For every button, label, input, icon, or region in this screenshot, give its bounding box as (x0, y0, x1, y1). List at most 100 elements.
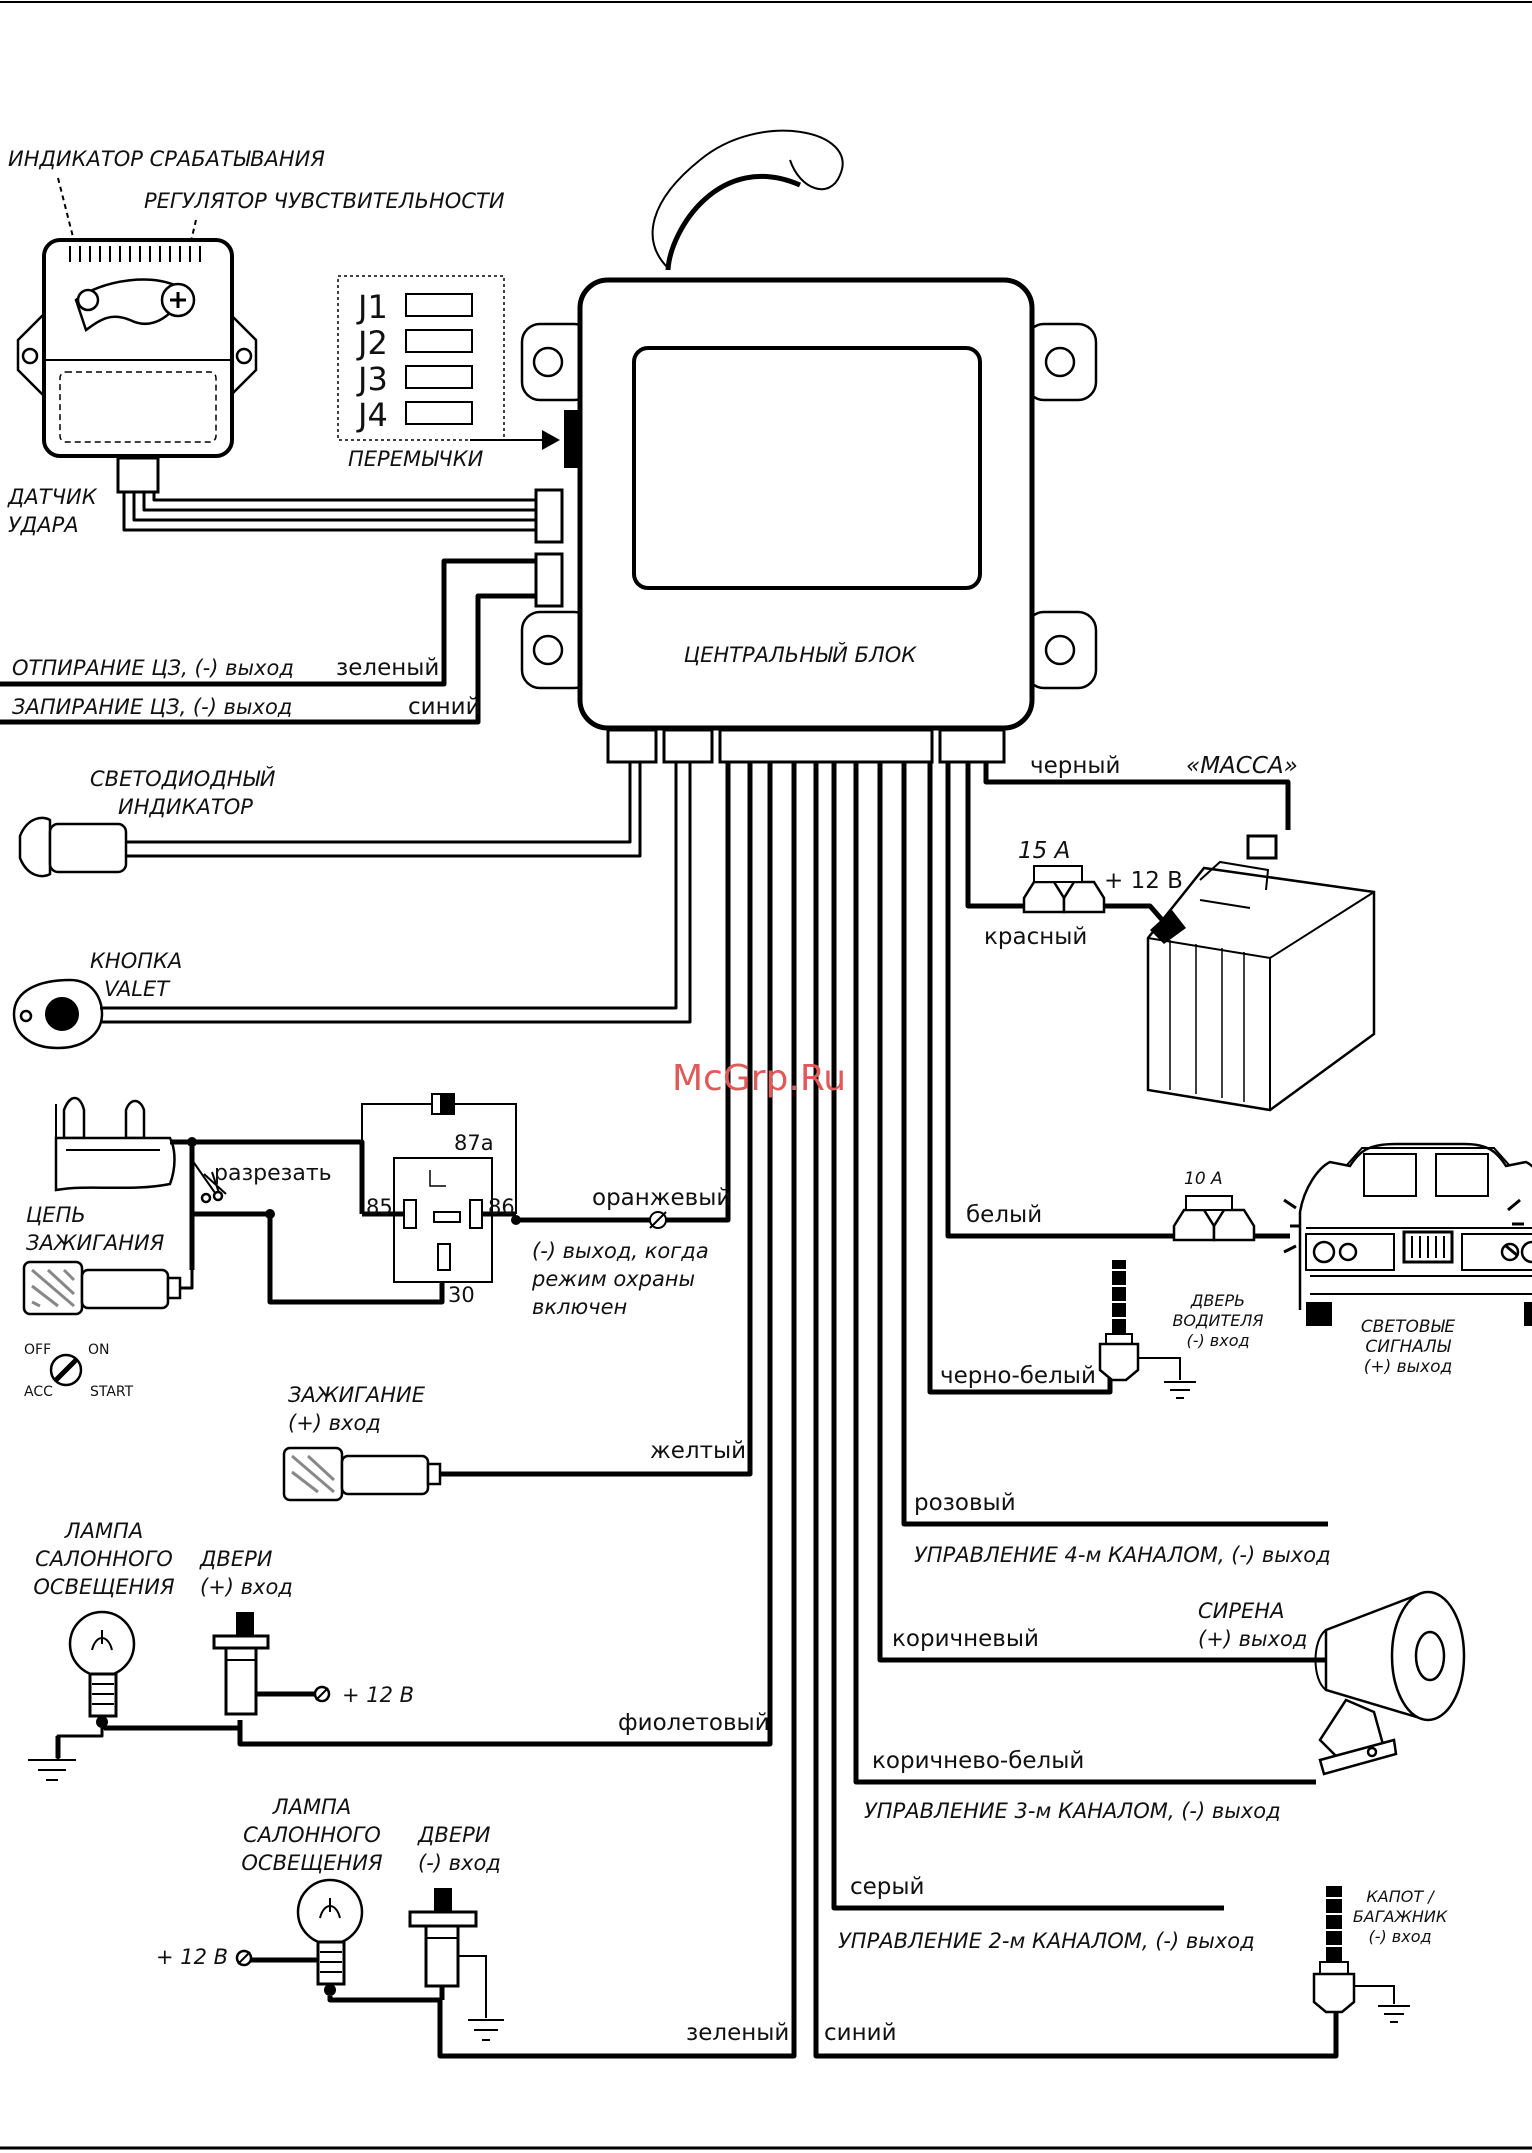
jumpers-arrow (542, 430, 560, 450)
plus-12v-label: + 12 В (1104, 868, 1183, 894)
doors-minus-lamp-line2: САЛОННОГО (243, 1823, 381, 1847)
white-wire (945, 762, 1174, 1239)
unlock-wire (0, 558, 536, 687)
doors-minus-name-line2: (-) вход (418, 1851, 501, 1875)
green-wire (437, 762, 797, 2059)
mount-ear-top-right (1024, 322, 1098, 402)
fuse-15a-icon (1033, 865, 1083, 883)
fuse-10a-icon (1185, 1195, 1233, 1211)
jumper-block (564, 410, 578, 468)
side-connector-lock (534, 552, 564, 608)
antenna (651, 129, 844, 269)
central-unit-label: ЦЕНТРАЛЬНЫЙ БЛОК (684, 642, 918, 667)
shock-sensor: ИНДИКАТОР СРАБАТЫВАНИЯ РЕГУЛЯТОР ЧУВСТВИ… (7, 147, 505, 537)
brown-wire (877, 762, 1328, 1663)
yellow-wire (440, 762, 753, 1477)
sensor-connector (116, 456, 160, 494)
blue-wire (813, 762, 1339, 2059)
fuse-10a-label: 10 А (1184, 1169, 1223, 1189)
jumpers: J1 J2 J3 J4 ПЕРЕМЫЧКИ (337, 275, 560, 471)
jumpers-frame (337, 275, 505, 441)
doors-plus-12v-label: + 12 В (342, 1683, 414, 1707)
lights-name-line2: СИГНАЛЫ (1365, 1337, 1451, 1357)
orange-note-line1: (-) выход, когда (532, 1239, 709, 1263)
bottom-connector-led (606, 728, 658, 764)
brown-white-wire-label: коричнево-белый (872, 1748, 1084, 1774)
white-wire-label: белый (966, 1202, 1042, 1228)
driver-door-name-line1: ДВЕРЬ (1190, 1291, 1245, 1310)
driver-door-name-line3: (-) вход (1186, 1331, 1249, 1350)
jumper-label-3: J3 (356, 360, 388, 398)
sensor-name-line2: УДАРА (8, 513, 79, 537)
violet-wire-label: фиолетовый (618, 1710, 770, 1736)
fuse-10a-right (1212, 1208, 1256, 1242)
sensor-lower-detail (59, 371, 217, 443)
lights-name-line3: (+) выход (1364, 1357, 1453, 1377)
bottom-connector-power (938, 728, 1006, 764)
ground-wire (983, 762, 1291, 830)
indicator-led-icon (76, 288, 100, 312)
jumper-slot-3 (405, 365, 473, 389)
ignition-input-name-line1: ЗАЖИГАНИЕ (288, 1383, 426, 1407)
ignition-terminal-icon (54, 1136, 176, 1192)
fuse-15a-left (1022, 880, 1066, 914)
unlock-label: ОТПИРАНИЕ ЦЗ, (-) выход (12, 656, 294, 680)
central-unit-label-plate (632, 346, 982, 590)
red-wire-label: красный (984, 924, 1087, 950)
sensor-name-line1: ДАТЧИК (7, 485, 98, 509)
lock-outputs: ОТПИРАНИЕ ЦЗ, (-) выход зеленый ЗАПИРАНИ… (0, 558, 536, 725)
unlock-wire-color: зеленый (336, 655, 439, 681)
led-name-line2: ИНДИКАТОР (118, 795, 253, 819)
power-supply: черный «МАССА» 15 А + 12 В красный (965, 753, 1376, 1112)
violet-wire (237, 762, 773, 1747)
ignition-key-body (80, 1268, 170, 1310)
orange-wire-label: оранжевый (592, 1185, 731, 1211)
sensor-vents (69, 246, 201, 262)
channel2-label: УПРАВЛЕНИЕ 2-м КАНАЛОМ, (-) выход (838, 1929, 1255, 1953)
doors-minus-lamp-line1: ЛАМПА (272, 1795, 351, 1819)
relay: 87a 85 86 30 (361, 1093, 517, 1307)
channel4: розовый УПРАВЛЕНИЕ 4-м КАНАЛОМ, (-) выхо… (901, 762, 1331, 1567)
ground-wire-label: черный (1030, 753, 1120, 779)
red-wire (965, 762, 1024, 909)
brown-white-wire (853, 762, 1316, 1785)
channel4-label: УПРАВЛЕНИЕ 4-м КАНАЛОМ, (-) выход (914, 1543, 1331, 1567)
doors-plus-name-line2: (+) вход (200, 1575, 293, 1599)
doors-minus-name-line1: ДВЕРИ (417, 1823, 491, 1847)
pink-wire-label: розовый (914, 1490, 1016, 1516)
siren-icon (1314, 1590, 1466, 1776)
relay-pin-85: 85 (366, 1195, 393, 1219)
grey-wire-label: серый (850, 1874, 925, 1900)
black-white-wire-label: черно-белый (940, 1363, 1096, 1389)
hood-switch-icon (1326, 1886, 1342, 1962)
ground-symbol-lamp-plus (28, 1759, 76, 1781)
light-signals: белый 10 А СВЕТОВЫЕ СИГНАЛЫ (945, 762, 1532, 1377)
channel3-label: УПРАВЛЕНИЕ 3-м КАНАЛОМ, (-) выход (864, 1799, 1281, 1823)
jumper-label-1: J1 (356, 288, 388, 326)
ignition-circuit: разрезать ЦЕПЬ ЗАЖИГАНИЯ OFF ON ACC STAR… (22, 762, 731, 1400)
blue-wire-label: синий (824, 2020, 897, 2046)
lights-name-line1: СВЕТОВЫЕ (1361, 1317, 1456, 1337)
bottom-connector-main (718, 728, 934, 764)
doors-plus-lamp-line1: ЛАМПА (64, 1519, 143, 1543)
valet-button: КНОПКА VALET (12, 762, 692, 1050)
terminal-post-left (62, 1096, 86, 1140)
doors-plus: фиолетовый ЛАМПА САЛОННОГО ОСВЕЩЕНИЯ ДВЕ… (28, 762, 773, 1781)
ground-symbol-hood (1378, 2005, 1410, 2023)
ignition-circuit-name-line2: ЗАЖИГАНИЯ (26, 1231, 165, 1255)
cut-label: разрезать (214, 1161, 332, 1186)
orange-wire (516, 762, 731, 1223)
doors-minus-12v-label: + 12 В (156, 1945, 228, 1969)
yellow-wire-label: желтый (650, 1438, 746, 1464)
siren-name-line1: СИРЕНА (1198, 1599, 1284, 1623)
driver-door-switch: черно-белый ДВЕРЬ ВОДИТЕЛЯ (-) вход (927, 762, 1264, 1399)
switch-start-label: START (90, 1384, 134, 1400)
fuse-10a-left (1172, 1208, 1216, 1242)
bottom-connector-valet (662, 728, 714, 764)
siren: коричневый СИРЕНА (+) выход (877, 762, 1466, 1776)
watermark: McGrp.Ru (672, 1058, 846, 1099)
doors-minus-lamp-line3: ОСВЕЩЕНИЯ (241, 1851, 383, 1875)
indicator-label: ИНДИКАТОР СРАБАТЫВАНИЯ (8, 147, 325, 171)
doors-minus: зеленый ЛАМПА САЛОННОГО ОСВЕЩЕНИЯ ДВЕРИ … (156, 762, 797, 2059)
